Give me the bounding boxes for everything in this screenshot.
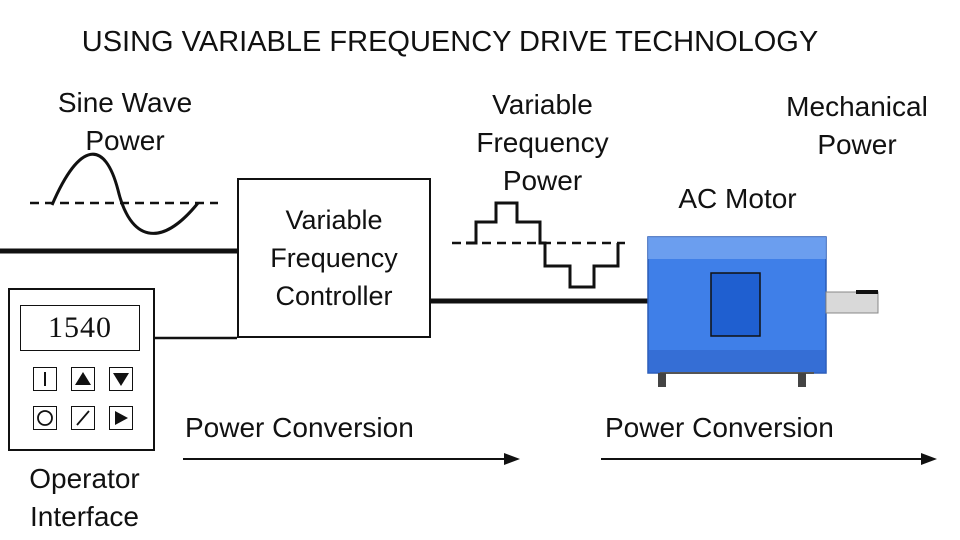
- triangle-up-icon: [75, 372, 91, 385]
- stepped-waveform: [466, 201, 620, 289]
- controller-label-line2: Frequency: [270, 243, 398, 273]
- up-key[interactable]: [71, 367, 95, 391]
- variable-frequency-power-label: Variable Frequency Power: [450, 86, 635, 200]
- ac-motor-label: AC Motor: [678, 183, 797, 214]
- slash-icon: [76, 410, 90, 426]
- motor-shaft: [825, 291, 879, 314]
- vfp-label-line2: Frequency: [476, 127, 609, 158]
- mechanical-power-label-line2: Power: [817, 129, 897, 160]
- triangle-down-icon: [113, 373, 129, 386]
- power-conversion-right-label: Power Conversion: [605, 412, 834, 443]
- start-key[interactable]: [33, 367, 57, 391]
- controller-label-line1: Variable: [285, 205, 383, 235]
- arrow-left-head: [504, 453, 520, 465]
- vfp-label-line1: Variable: [492, 89, 593, 120]
- stop-key[interactable]: [33, 406, 57, 430]
- mechanical-power-label: Mechanical Power: [762, 88, 952, 164]
- operator-display: 1540: [20, 305, 140, 351]
- variable-frequency-controller: Variable Frequency Controller: [237, 178, 431, 338]
- operator-interface-label-line2: Interface: [30, 501, 139, 532]
- arrow-right-head: [921, 453, 937, 465]
- down-key[interactable]: [109, 367, 133, 391]
- triangle-right-icon: [115, 411, 128, 425]
- controller-label-line3: Controller: [275, 281, 393, 311]
- vfp-label-line3: Power: [502, 165, 583, 196]
- circle-icon: [37, 410, 53, 426]
- motor-core: [710, 272, 761, 337]
- mechanical-power-label-line1: Mechanical: [786, 91, 928, 122]
- sine-wave-power-label-line1: Sine Wave: [57, 87, 193, 118]
- operator-interface-label-line1: Operator: [29, 463, 140, 494]
- run-key[interactable]: [109, 406, 133, 430]
- operator-interface-label: Operator Interface: [2, 460, 167, 536]
- controller-label: Variable Frequency Controller: [270, 201, 398, 315]
- sine-wave: [50, 152, 200, 235]
- slash-key[interactable]: [71, 406, 95, 430]
- ac-motor: [647, 236, 879, 387]
- page-title: USING VARIABLE FREQUENCY DRIVE TECHNOLOG…: [81, 26, 819, 58]
- sine-wave-power-label-line2: Power: [85, 125, 165, 156]
- power-conversion-left-label: Power Conversion: [185, 412, 414, 443]
- sine-wave-power-label: Sine Wave Power: [30, 84, 220, 160]
- vertical-bar-icon: [44, 372, 46, 386]
